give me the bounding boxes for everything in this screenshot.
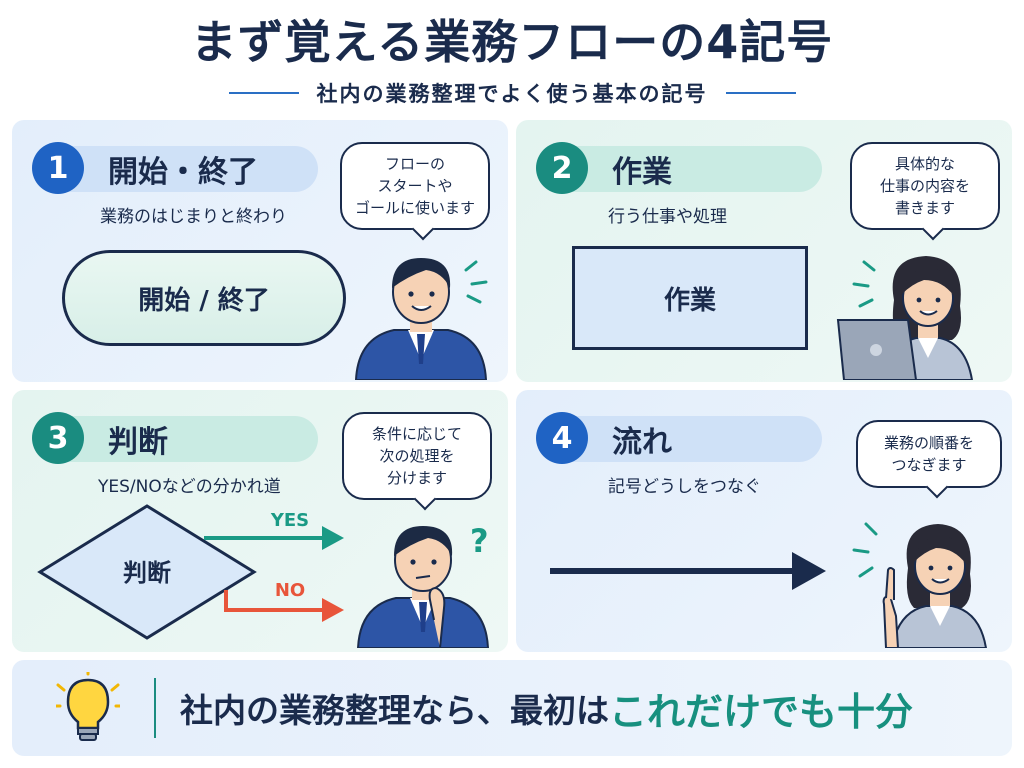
lightbulb-icon	[56, 672, 120, 741]
question-mark-icon: ?	[470, 522, 489, 560]
banner-message-highlight: これだけでも十分	[609, 689, 914, 734]
summary-banner: 社内の業務整理なら、最初は これだけでも十分	[12, 660, 1012, 756]
man-avatar-icon	[354, 258, 488, 380]
card-heading: 判断	[68, 416, 318, 462]
page-subtitle: 社内の業務整理でよく使う基本の記号	[316, 82, 708, 106]
card-description: 記号どうしをつなぐ	[608, 477, 761, 497]
process-symbol: 作業	[572, 246, 808, 350]
card-number-badge: 1	[32, 142, 84, 194]
subtitle-line-right	[725, 92, 796, 94]
subtitle-line-left	[228, 92, 299, 94]
banner-message-main: 社内の業務整理なら、最初は	[180, 691, 609, 730]
decision-diamond	[37, 504, 257, 640]
subtitle-row: 社内の業務整理でよく使う基本の記号	[0, 78, 1024, 108]
page-title: まず覚える業務フローの4記号	[190, 15, 834, 69]
banner-message: 社内の業務整理なら、最初は これだけでも十分	[180, 660, 913, 756]
terminal-symbol: 開始 / 終了	[62, 250, 346, 346]
card-description: 業務のはじまりと終わり	[100, 207, 287, 227]
card-start-end: 1 開始・終了 業務のはじまりと終わり 開始 / 終了 フローの スタートや ゴ…	[12, 120, 508, 382]
card-decision: 3 判断 YES/NOなどの分かれ道 判断 YES NO 条件に応じて 次の処理…	[12, 390, 508, 652]
card-description: YES/NOなどの分かれ道	[98, 477, 281, 497]
speech-bubble: 条件に応じて 次の処理を 分けます	[342, 412, 492, 500]
card-number-badge: 4	[536, 412, 588, 464]
woman-pointing-icon	[852, 522, 988, 648]
yes-label: YES	[270, 510, 309, 531]
speech-bubble: 業務の順番を つなぎます	[856, 420, 1002, 488]
card-number-badge: 2	[536, 142, 588, 194]
speech-bubble: 具体的な 仕事の内容を 書きます	[850, 142, 1000, 230]
card-process: 2 作業 行う仕事や処理 作業 具体的な 仕事の内容を 書きます	[516, 120, 1012, 382]
card-heading: 流れ	[572, 416, 822, 462]
decision-diagram: 判断 YES NO	[37, 504, 344, 640]
card-description: 行う仕事や処理	[608, 207, 727, 227]
no-label: NO	[275, 580, 305, 601]
thinking-man-icon: ?	[356, 522, 490, 648]
card-number-badge: 3	[32, 412, 84, 464]
no-arrow	[224, 590, 324, 612]
speech-bubble: フローの スタートや ゴールに使います	[340, 142, 490, 230]
card-heading: 開始・終了	[68, 146, 318, 192]
card-heading: 作業	[572, 146, 822, 192]
flow-arrow	[550, 552, 826, 590]
decision-symbol-label: 判断	[123, 559, 171, 587]
banner-divider	[154, 678, 156, 738]
card-flow: 4 流れ 記号どうしをつなぐ 業務の順番を つなぎます	[516, 390, 1012, 652]
woman-with-laptop-icon	[836, 256, 974, 380]
